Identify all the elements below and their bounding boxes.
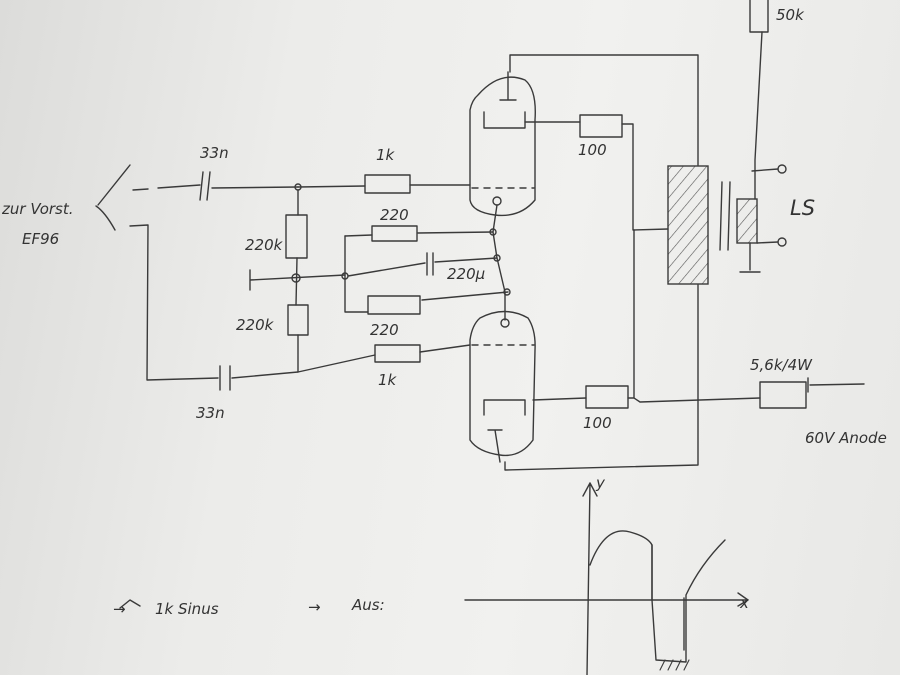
load-resistor: [749, 0, 769, 200]
load-label: 50k: [776, 6, 805, 24]
note-output: Aus:: [351, 596, 385, 614]
capacitor-top: [199, 171, 299, 201]
screen-resistor-bottom: [532, 229, 761, 409]
input-label-line1: zur Vorst.: [1, 200, 74, 218]
divider-top-label: 220k: [245, 236, 284, 254]
plot-x-label: x: [739, 594, 749, 612]
output-transformer: [667, 165, 761, 285]
screen-resistor-top: [524, 114, 669, 231]
divider-bottom-label: 220k: [236, 316, 275, 334]
grid-top-label: 1k: [376, 146, 396, 164]
supply-resistor: [759, 377, 865, 409]
grid-bottom-label: 1k: [378, 371, 398, 389]
voltage-divider: [249, 183, 376, 373]
plot-y-label: y: [595, 474, 606, 492]
grid-resistor-bottom: [374, 344, 471, 363]
tube-lower: [469, 284, 699, 471]
speaker-terminals: [751, 164, 787, 247]
note-arrow-1: →: [113, 600, 126, 618]
capacitor-bottom: [219, 365, 299, 391]
note-arrow-2: →: [308, 598, 321, 616]
speaker-label: LS: [790, 196, 815, 220]
tube-upper: [469, 54, 699, 217]
grid-resistor-top: [297, 174, 471, 194]
arrow-icon: [119, 599, 141, 609]
note-signal: 1k Sinus: [155, 600, 219, 618]
screen-bottom-label: 100: [583, 414, 612, 432]
supply-label: 60V Anode: [805, 429, 887, 447]
waveform-plot: [464, 482, 749, 675]
cap-cathode-label: 220µ: [447, 265, 485, 283]
cap-bottom-label: 33n: [196, 404, 225, 422]
screen-top-label: 100: [578, 141, 607, 159]
cathode-top-label: 220: [380, 206, 409, 224]
cathode-bottom-label: 220: [370, 321, 399, 339]
input-connector: [95, 164, 219, 381]
cathode-network: [341, 204, 511, 321]
supply-resistor-label: 5,6k/4W: [750, 356, 813, 374]
input-label-line2: EF96: [22, 230, 59, 248]
cap-top-label: 33n: [200, 144, 229, 162]
